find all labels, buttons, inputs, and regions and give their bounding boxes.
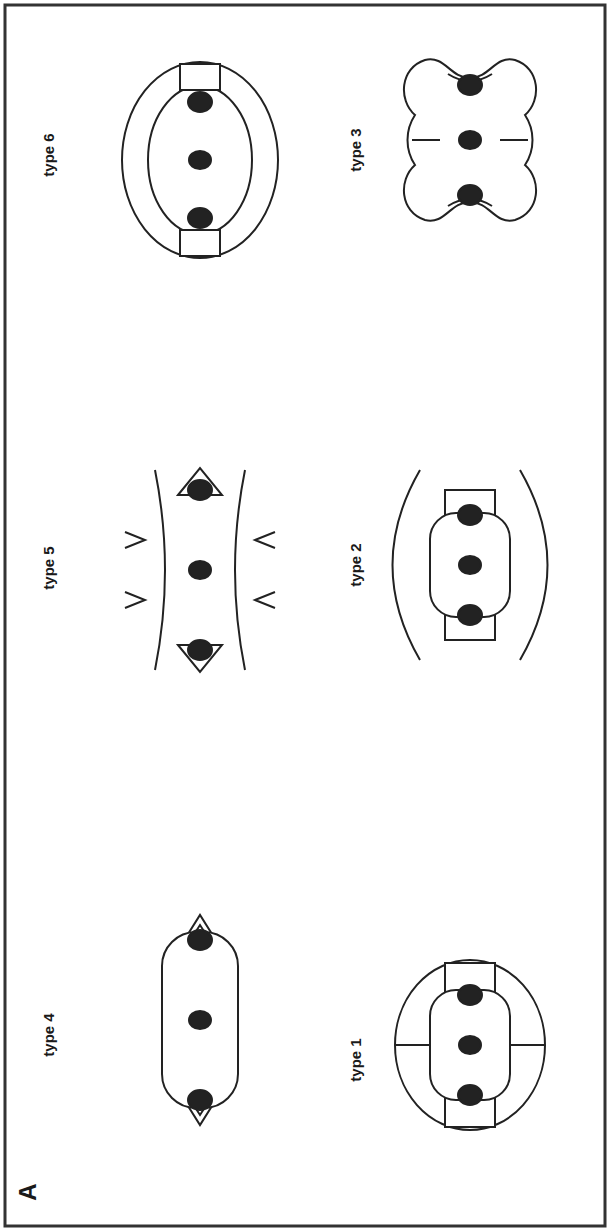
type-label: type 6 xyxy=(41,133,56,176)
type3-figure xyxy=(404,59,536,220)
type2-figure xyxy=(393,470,548,660)
type-label: type 2 xyxy=(348,543,363,586)
type4-figure xyxy=(162,915,238,1125)
type-label: type 5 xyxy=(41,546,56,589)
type6-figure xyxy=(122,62,278,258)
type-label: type 3 xyxy=(348,128,363,171)
type-label: type 4 xyxy=(41,1013,56,1056)
type-label: type 1 xyxy=(348,1038,363,1081)
type1-figure xyxy=(395,960,545,1130)
type5-figure xyxy=(125,468,275,672)
panel-border xyxy=(5,5,605,1226)
panel-letter: A xyxy=(16,1183,40,1200)
